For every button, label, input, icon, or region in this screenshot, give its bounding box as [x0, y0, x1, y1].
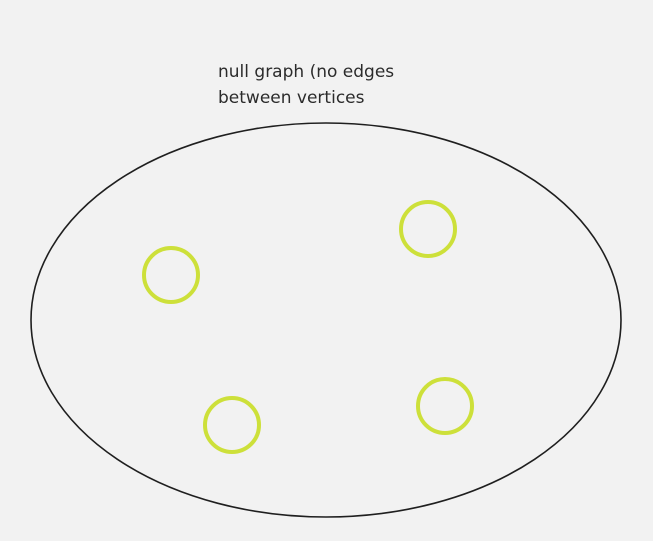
caption-label: null graph (no edges between vertices	[218, 59, 394, 111]
caption-line-1: null graph (no edges	[218, 62, 395, 82]
caption-line-2: between vertices	[218, 88, 365, 108]
vertex-3	[203, 396, 261, 454]
vertex-4	[416, 377, 474, 435]
vertex-2	[399, 200, 457, 258]
graph-boundary-ellipse	[30, 122, 622, 518]
vertex-1	[142, 246, 200, 304]
